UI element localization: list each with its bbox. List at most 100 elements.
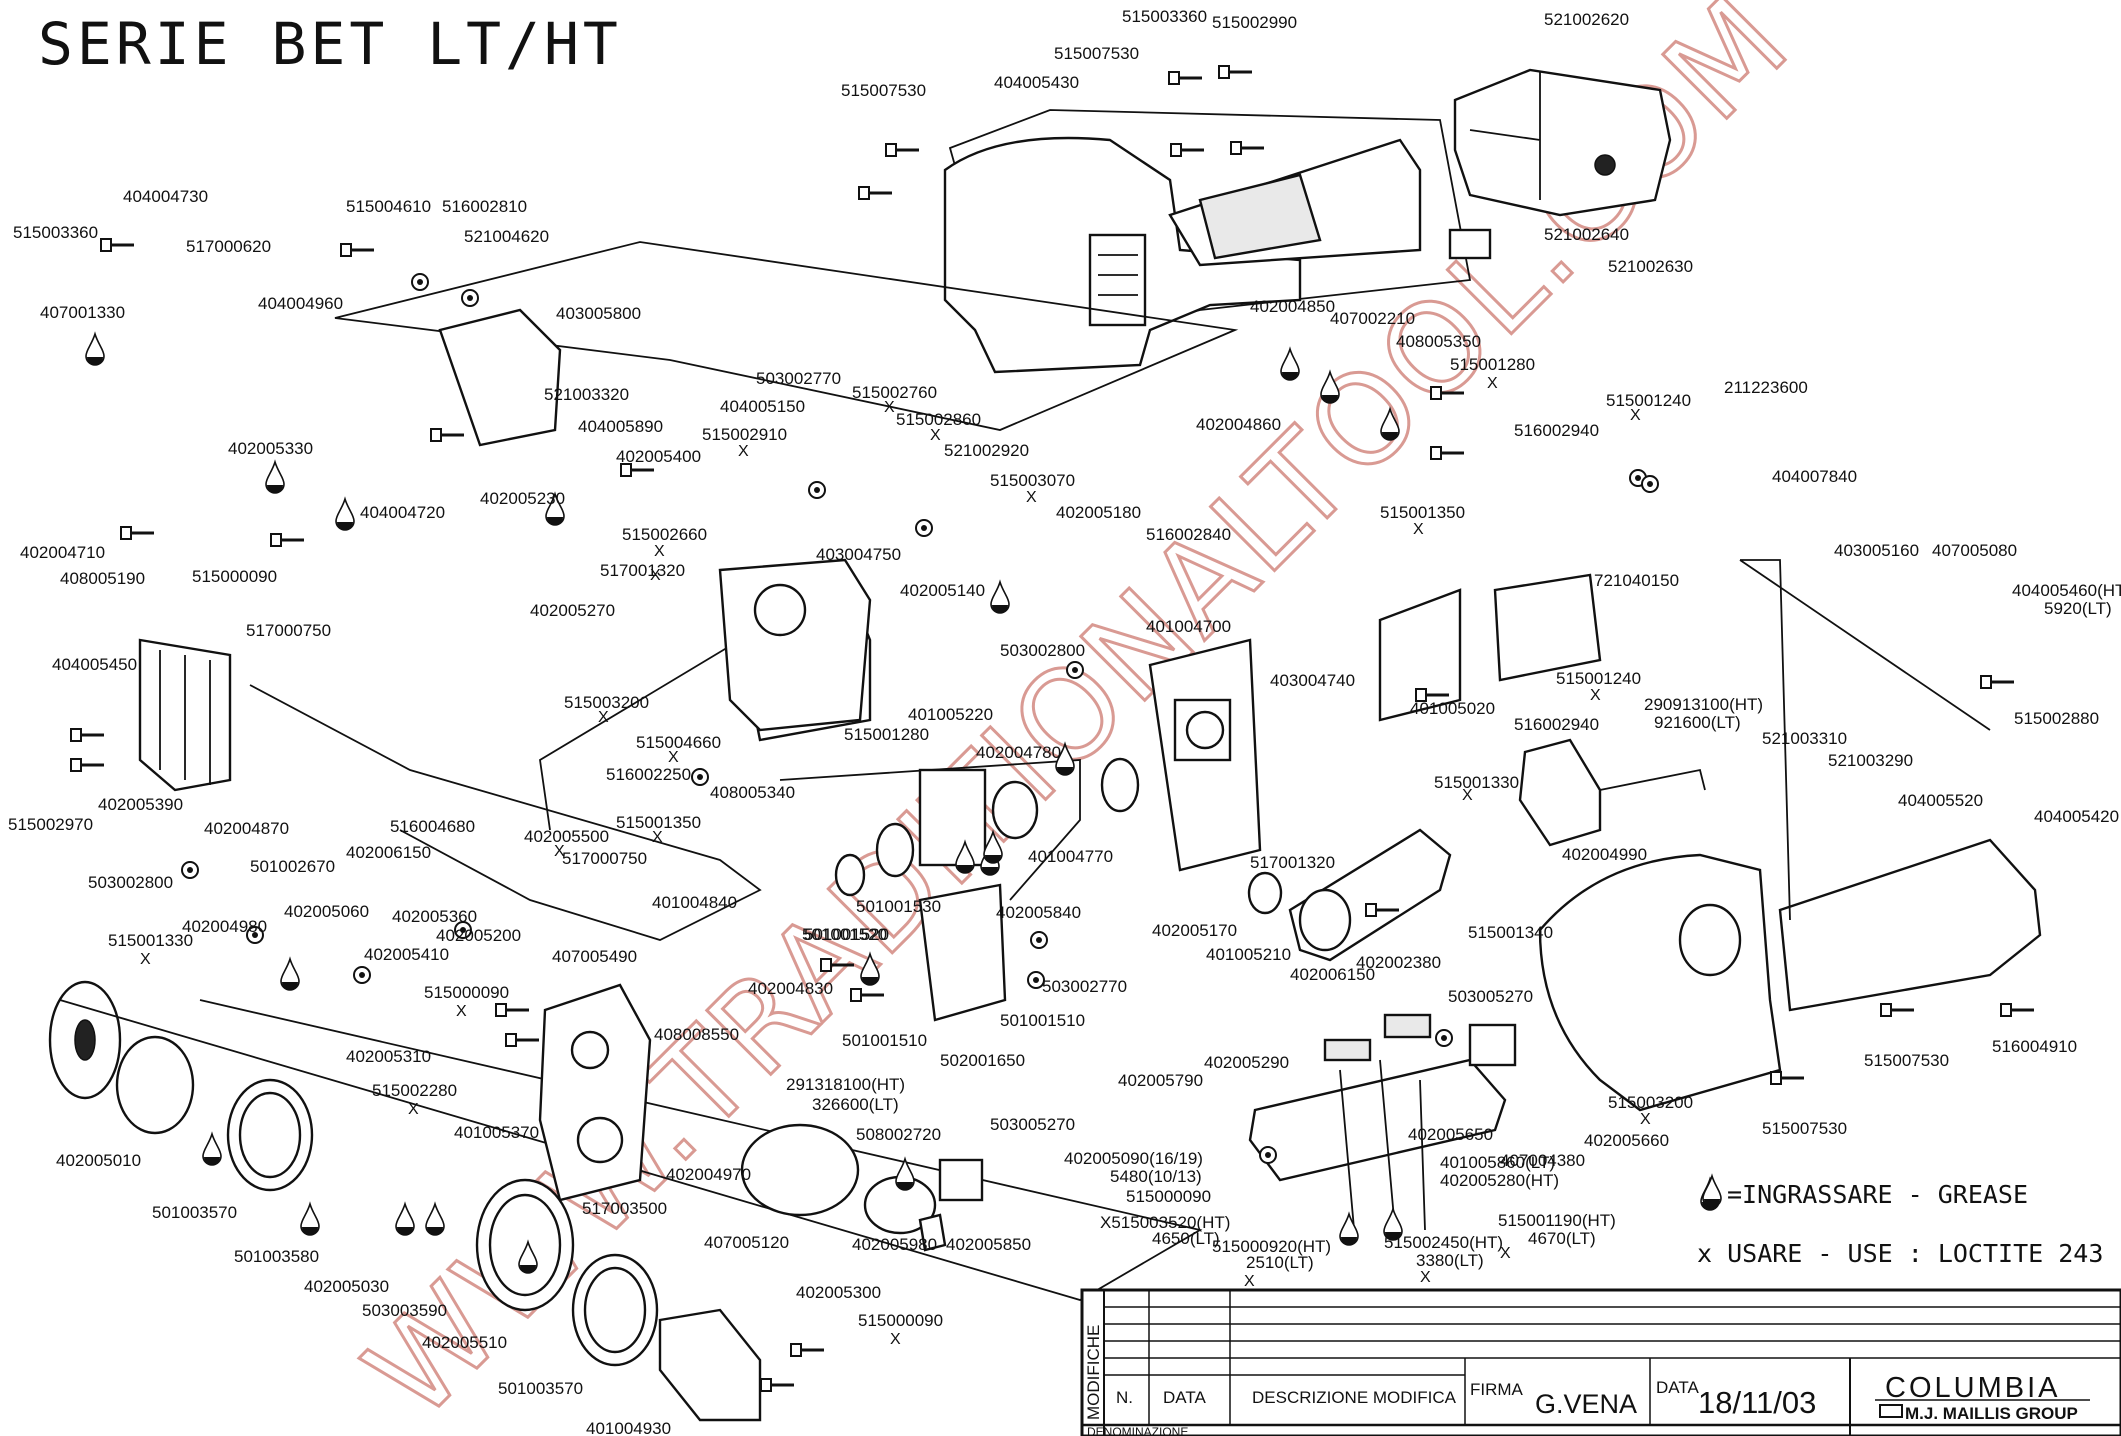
part-label: 517000750 (246, 621, 331, 640)
tracking-assembly (718, 558, 1140, 1022)
grease-drop-icon (1702, 1175, 1722, 1208)
part-label: 515003360 (1122, 7, 1207, 26)
col-firma-header: FIRMA (1470, 1380, 1524, 1399)
loctite-x-mark: X (890, 1331, 901, 1348)
part-label: 402005410 (364, 945, 449, 964)
part-label: 404004730 (123, 187, 208, 206)
part-label: 402005060 (284, 902, 369, 921)
loctite-x-mark: X (738, 443, 749, 460)
part-label: 503005270 (990, 1115, 1075, 1134)
group-name: M.J. MAILLIS GROUP (1905, 1404, 2078, 1423)
part-label: 404005520 (1898, 791, 1983, 810)
part-label: 5480(10/13) (1110, 1167, 1202, 1186)
part-label: 404005150 (720, 397, 805, 416)
part-label: 515001190(HT) (1498, 1211, 1616, 1230)
part-label: 517000750 (562, 849, 647, 868)
part-label: 515003200 (1608, 1093, 1693, 1112)
part-label: 921600(LT) (1654, 713, 1741, 732)
part-label: 402002380 (1356, 953, 1441, 972)
part-label: 404005420 (2034, 807, 2119, 826)
loctite-x-mark: X (1026, 489, 1037, 506)
part-label: 402005140 (900, 581, 985, 600)
part-label: 515002660 (622, 525, 707, 544)
part-label: 401005220 (908, 705, 993, 724)
part-labels: 515003360 515002990 521002620 515007530 … (8, 7, 2121, 1436)
part-label: 515003360 (13, 223, 98, 242)
part-label: 521002620 (1544, 10, 1629, 29)
part-label: 402006150 (346, 843, 431, 862)
rear-handle (1538, 559, 2042, 1112)
loctite-x-mark: X (652, 829, 663, 846)
part-label: 515002860 (896, 410, 981, 429)
part-label: 515001280 (1450, 355, 1535, 374)
part-label: 402006150 (1290, 965, 1375, 984)
loctite-x-mark: X (1500, 1245, 1511, 1262)
part-label: 503002800 (1000, 641, 1085, 660)
group-logo-box (1879, 1404, 1903, 1418)
part-label: 407002210 (1330, 309, 1415, 328)
part-label: 402004870 (204, 819, 289, 838)
part-label: 502001650 (940, 1051, 1025, 1070)
part-label: 515007530 (841, 81, 926, 100)
part-label: 211223600 (1724, 378, 1808, 397)
part-label: 515003070 (990, 471, 1075, 490)
part-label: 402005280(HT) (1440, 1171, 1559, 1190)
denominazione-label: DENOMINAZIONE (1087, 1425, 1188, 1436)
part-label: 515001330 (1434, 773, 1519, 792)
part-label: 515001240 (1556, 669, 1641, 688)
loctite-x-mark: X (1413, 521, 1424, 538)
part-label: 402004710 (20, 543, 105, 562)
part-label: 402005290 (1204, 1053, 1289, 1072)
part-label: 402005650 (1408, 1125, 1493, 1144)
part-label: 515001340 (1468, 923, 1553, 942)
part-label: 515007530 (1054, 44, 1139, 63)
legend-grease: =INGRASSARE - GREASE (1727, 1180, 2028, 1209)
part-label: 401005860(LT) (1440, 1153, 1555, 1172)
part-label: 402005390 (98, 795, 183, 814)
company-name: COLUMBIA (1885, 1372, 2060, 1404)
part-label: 402005010 (56, 1151, 141, 1170)
loctite-x-mark: X (554, 843, 565, 860)
part-label: 521003320 (544, 385, 629, 404)
part-label: 402005500 (524, 827, 609, 846)
col-data-header: DATA (1163, 1388, 1206, 1407)
part-label: 503002800 (88, 873, 173, 892)
part-label: 515000090 (1126, 1187, 1211, 1206)
part-label: 401004770 (1028, 847, 1113, 866)
col-descr-header: DESCRIZIONE MODIFICA (1252, 1388, 1457, 1407)
part-label: 402005230 (480, 489, 565, 508)
col-n-header: N. (1116, 1388, 1133, 1407)
part-label: 501002670 (250, 857, 335, 876)
part-label: 515004660 (636, 733, 721, 752)
part-label: 402005330 (228, 439, 313, 458)
part-label: 402005310 (346, 1047, 431, 1066)
signature: G.VENA (1535, 1389, 1637, 1419)
part-label: 517001320 (600, 561, 685, 580)
part-label: 402004850 (1250, 297, 1335, 316)
part-label: 516004910 (1992, 1037, 2077, 1056)
part-label: 404004960 (258, 294, 343, 313)
part-label: 501001530 (856, 897, 941, 916)
part-label: 408005340 (710, 783, 795, 802)
legend: =INGRASSARE - GREASE x USARE - USE : LOC… (1697, 1175, 2103, 1268)
part-label: 408005350 (1396, 332, 1481, 351)
part-label: 401005210 (1206, 945, 1291, 964)
part-label: 403004740 (1270, 671, 1355, 690)
part-label: 3380(LT) (1416, 1251, 1484, 1270)
part-label: 407005490 (552, 947, 637, 966)
loctite-x-mark: X (1640, 1111, 1651, 1128)
loctite-x-mark: X (1244, 1273, 1255, 1290)
loctite-x-mark: X (1630, 407, 1641, 424)
part-label: 516002940 (1514, 715, 1599, 734)
part-label: 408005190 (60, 569, 145, 588)
part-label: 521004620 (464, 227, 549, 246)
part-label: 501003580 (234, 1247, 319, 1266)
part-label: 515001330 (108, 931, 193, 950)
part-label: 402005170 (1152, 921, 1237, 940)
left-guard (138, 638, 762, 941)
part-label: 2510(LT) (1246, 1253, 1314, 1272)
part-label: 517001320 (1250, 853, 1335, 872)
part-label: 402004980 (182, 917, 267, 936)
part-label: 515002990 (1212, 13, 1297, 32)
part-label: 515002280 (372, 1081, 457, 1100)
